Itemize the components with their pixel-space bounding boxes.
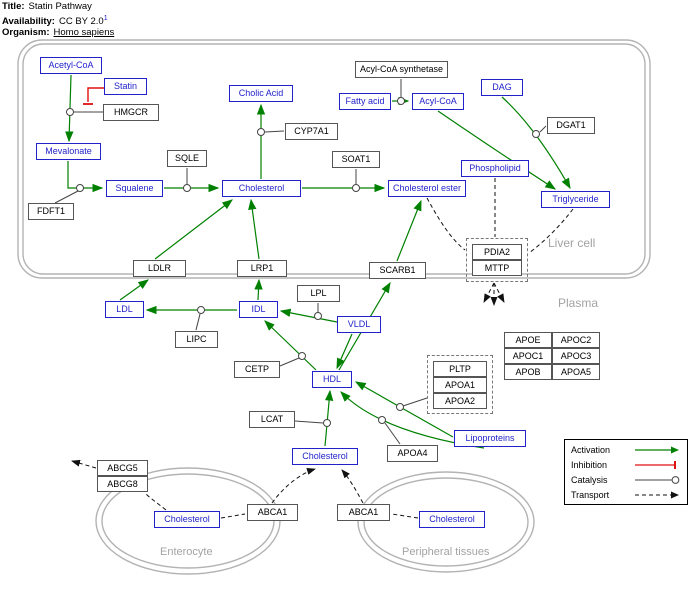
legend-activation-row: Activation (571, 445, 681, 455)
node-pltp[interactable]: PLTP (433, 361, 487, 377)
node-apoc2[interactable]: APOC2 (552, 332, 600, 348)
node-acetyl-coa-liver[interactable]: Acetyl-CoA (40, 57, 102, 74)
node-apoa4[interactable]: APOA4 (387, 445, 438, 462)
node-abcg5[interactable]: ABCG5 (97, 460, 148, 476)
organism-label: Organism: (2, 27, 50, 39)
node-lipc[interactable]: LIPC (175, 331, 218, 348)
node-acyl-coa-synthetase[interactable]: Acyl-CoA synthetase (355, 61, 448, 78)
apoa-group (427, 355, 493, 414)
legend: Activation Inhibition Catalysis Transpor… (564, 439, 688, 505)
header-title-row: Title:Statin Pathway (2, 1, 114, 13)
region-outlines (17, 39, 651, 575)
node-fdft1[interactable]: FDFT1 (28, 203, 74, 220)
catalysis-circle-icon (635, 475, 680, 484)
legend-inhibition-row: Inhibition (571, 460, 681, 470)
pathway-header: Title:Statin Pathway Availability:CC BY … (2, 1, 114, 39)
node-soat1[interactable]: SOAT1 (332, 151, 380, 168)
peripheral-tissues-label: Peripheral tissues (402, 546, 490, 558)
transport-dashed-icon (635, 491, 679, 498)
node-statin[interactable]: Statin (104, 78, 147, 95)
enterocyte-label: Enterocyte (160, 546, 213, 558)
node-lrp1[interactable]: LRP1 (237, 260, 287, 277)
node-apoc3[interactable]: APOC3 (552, 348, 600, 364)
node-phospholipid[interactable]: Phospholipid (461, 160, 529, 177)
node-hdl[interactable]: HDL (312, 371, 352, 388)
node-apoe[interactable]: APOE (504, 332, 552, 348)
title-label: Title: (2, 1, 25, 12)
node-cholesterol-enterocyte[interactable]: Cholesterol (154, 511, 220, 528)
node-apoc1[interactable]: APOC1 (504, 348, 552, 364)
node-dgat1[interactable]: DGAT1 (547, 117, 595, 134)
legend-transport-label: Transport (571, 489, 610, 500)
transport-edges (71, 178, 574, 519)
node-cholesterol-plasma[interactable]: Cholesterol (292, 448, 358, 465)
node-acyl-coa[interactable]: Acyl-CoA (412, 93, 464, 110)
node-idl[interactable]: IDL (239, 301, 278, 318)
node-lcat[interactable]: LCAT (249, 411, 295, 428)
mttp-complex-group (466, 238, 528, 282)
activation-arrow-icon (635, 446, 679, 453)
inhibition-edge (83, 87, 104, 105)
node-lipoproteins[interactable]: Lipoproteins (454, 430, 526, 447)
node-cyp7a1[interactable]: CYP7A1 (285, 123, 338, 140)
node-lpl[interactable]: LPL (297, 285, 340, 302)
node-abca1-peripheral[interactable]: ABCA1 (337, 504, 390, 521)
node-apoa1[interactable]: APOA1 (433, 377, 487, 393)
node-cetp[interactable]: CETP (234, 361, 280, 378)
organism-value: Homo sapiens (53, 27, 115, 39)
node-hmgcr[interactable]: HMGCR (103, 104, 159, 121)
node-ldl[interactable]: LDL (105, 301, 144, 318)
legend-transport-row: Transport (571, 490, 681, 500)
availability-value: CC BY 2.0 (58, 15, 104, 27)
legend-activation-label: Activation (571, 444, 611, 455)
node-scarb1[interactable]: SCARB1 (369, 262, 426, 279)
node-cholesterol-ester[interactable]: Cholesterol ester (388, 180, 466, 197)
liver-cell-label: Liver cell (548, 236, 596, 250)
catalysis-circles (66, 97, 540, 427)
node-vldl[interactable]: VLDL (337, 316, 381, 333)
legend-inhibition-label: Inhibition (571, 459, 608, 470)
node-pdia2[interactable]: PDIA2 (472, 244, 522, 260)
node-apoa5[interactable]: APOA5 (552, 364, 600, 380)
catalysis-edges (54, 79, 547, 445)
node-dag[interactable]: DAG (481, 79, 523, 96)
node-mttp[interactable]: MTTP (472, 260, 522, 276)
node-apob[interactable]: APOB (504, 364, 552, 380)
plasma-label: Plasma (558, 296, 599, 310)
node-cholesterol-peripheral[interactable]: Cholesterol (419, 511, 485, 528)
node-apoa2[interactable]: APOA2 (433, 393, 487, 409)
node-abca1-enterocyte[interactable]: ABCA1 (247, 504, 298, 521)
node-squalene[interactable]: Squalene (106, 180, 163, 197)
node-cholesterol-liver[interactable]: Cholesterol (222, 180, 301, 197)
node-triglyceride[interactable]: Triglyceride (541, 191, 610, 208)
inhibition-bar-icon (635, 460, 676, 469)
node-fatty-acid[interactable]: Fatty acid (339, 93, 391, 110)
availability-footnote-link[interactable]: 1 (103, 14, 108, 22)
node-sqle[interactable]: SQLE (167, 150, 207, 167)
node-abcg8[interactable]: ABCG8 (97, 476, 148, 492)
title-value: Statin Pathway (28, 1, 92, 12)
legend-catalysis-row: Catalysis (571, 475, 681, 485)
header-organism-row: Organism:Homo sapiens (2, 27, 114, 39)
node-mevalonate[interactable]: Mevalonate (36, 143, 101, 160)
availability-label: Availability: (2, 15, 55, 27)
header-availability-row: Availability:CC BY 2.01 (2, 13, 114, 28)
node-ldlr[interactable]: LDLR (133, 260, 186, 277)
node-cholic-acid[interactable]: Cholic Acid (229, 85, 293, 102)
legend-catalysis-label: Catalysis (571, 474, 608, 485)
